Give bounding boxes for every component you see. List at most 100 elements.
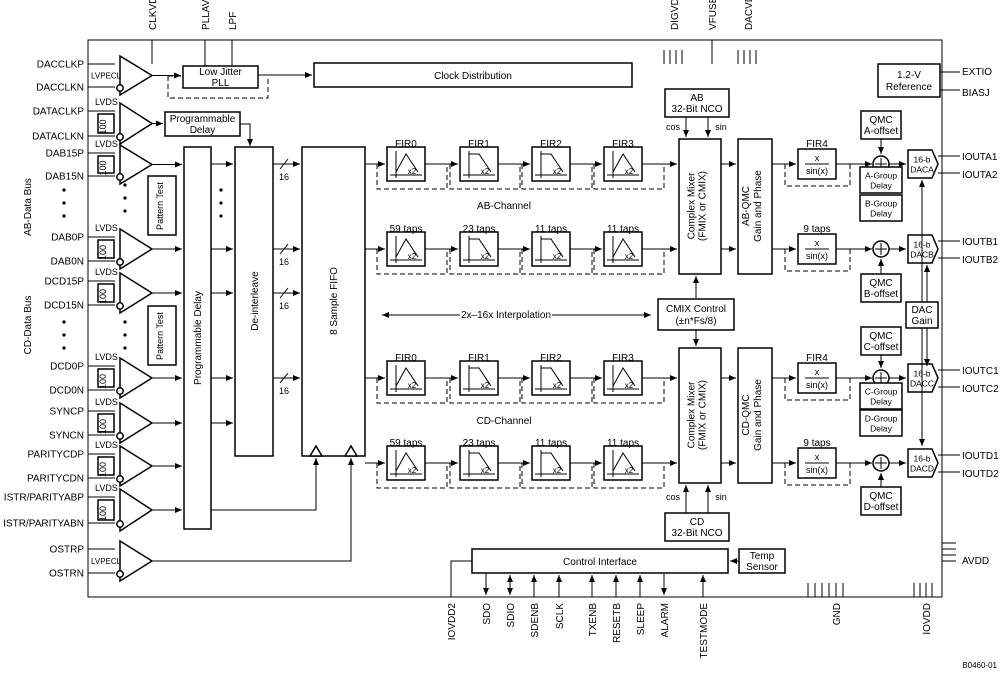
left-pin-label: DAB15N <box>45 172 84 183</box>
lvds-label: LVDS <box>95 267 118 277</box>
sinc-label: sin(x) <box>806 380 828 390</box>
qmc-offset-label: D-offset <box>864 502 899 513</box>
resistor-label: 100 <box>98 160 108 175</box>
fir-filter <box>531 231 571 267</box>
fir-bypass <box>593 378 665 404</box>
upsample-label: x2 <box>408 381 417 390</box>
fir4-bypass <box>784 463 851 486</box>
sinc-label: x <box>815 367 820 377</box>
termination-resistor <box>97 283 115 303</box>
left-pin-label: OSTRP <box>50 545 85 556</box>
left-pin-label: OSTRN <box>49 569 84 580</box>
upsample-label: x2 <box>553 466 562 475</box>
lowpass-curve <box>469 238 492 258</box>
dac-label: DACD <box>910 464 934 474</box>
fir4-bypass <box>784 249 851 272</box>
fir-name-label: FIR1 <box>468 139 490 150</box>
qmc-offset-label: QMC <box>869 278 892 289</box>
input-receiver-2 <box>119 143 154 186</box>
fir4-bypass <box>784 378 851 401</box>
upsample-label: x2 <box>625 167 634 176</box>
fir-bypass <box>521 378 593 404</box>
dac-0 <box>907 149 939 179</box>
input-receiver-3 <box>119 227 154 271</box>
termination-resistor <box>97 368 115 388</box>
cd-channel-label: CD-Channel <box>476 416 531 427</box>
upsample-label: x2 <box>481 252 490 261</box>
qmc-offset-label: B-offset <box>864 289 898 300</box>
cd-nco <box>664 512 730 542</box>
fir-bypass <box>593 463 665 489</box>
left-pin-label: ISTR/PARITYABN <box>3 519 84 530</box>
group-delay-label: B-Group <box>865 199 897 209</box>
left-pin-label: DATACLKP <box>33 107 85 118</box>
right-pin-label: IOUTA1 <box>962 152 998 163</box>
lvpecl-label: LVPECL <box>91 72 122 81</box>
upsample-label: x2 <box>408 466 417 475</box>
fir-filter <box>531 146 571 182</box>
inverting-input-bubble <box>116 173 124 181</box>
ostr-to-fifo <box>152 458 354 562</box>
dac-gain <box>905 301 939 329</box>
bottom-pin-label: TXENB <box>588 603 599 637</box>
ellipsis-dot <box>123 320 127 324</box>
clock-distribution <box>313 62 633 88</box>
nco-label: CD <box>690 517 704 528</box>
inverting-input-bubble <box>116 133 124 141</box>
right-pin-label: IOUTD2 <box>962 469 999 480</box>
fir-taps-label: 11 taps <box>607 438 639 449</box>
input-receiver-5 <box>119 356 154 400</box>
fir-bypass <box>376 164 448 190</box>
input-receiver-7 <box>119 444 154 488</box>
cos-label: cos <box>666 492 681 502</box>
lowpass-curve <box>469 153 492 173</box>
left-pin-label: DAB15P <box>46 149 85 160</box>
left-pin-label: DCD15N <box>44 301 84 312</box>
top-pin-label: DIGVDD <box>670 0 681 30</box>
fir-bypass <box>521 249 593 275</box>
top-pin-label: VFUSE <box>708 0 719 30</box>
fir-bypass <box>376 463 448 489</box>
cmix-label: (±n*Fs/8) <box>675 316 716 327</box>
clock-distribution-label: Clock Distribution <box>434 71 512 82</box>
upsample-label: x2 <box>408 167 417 176</box>
fir-bypass <box>521 463 593 489</box>
right-pin-label: IOUTB1 <box>962 237 999 248</box>
right-pin-label: BIASJ <box>962 88 990 99</box>
fir4-label: FIR4 <box>806 353 828 364</box>
fir-taps-label: 11 taps <box>535 438 567 449</box>
bus-slash <box>279 158 289 170</box>
fir-name-label: FIR0 <box>395 353 417 364</box>
bus-slash <box>279 243 289 255</box>
left-pin-label: SYNCN <box>49 431 84 442</box>
cmix-label: CMIX Control <box>666 304 726 315</box>
qmc-offset-label: QMC <box>869 115 892 126</box>
ellipsis-dot <box>62 188 66 192</box>
fifo-clock-in-2 <box>343 444 359 457</box>
qmc-label: CD-QMC <box>741 394 752 435</box>
mixer-label: (FMIX or CMIX) <box>698 171 709 241</box>
upsample-label: x2 <box>625 381 634 390</box>
istr-to-fifo <box>211 458 319 511</box>
bus-width-label: 16 <box>279 172 289 182</box>
inverting-input-bubble <box>116 520 124 528</box>
inverting-input-bubble <box>116 432 124 440</box>
bandpass-curve <box>612 153 636 173</box>
pll-bypass <box>167 76 269 99</box>
bottom-pin-label: SDENB <box>530 603 541 638</box>
group-delay-label: Delay <box>870 424 892 434</box>
group-delay-label: C-Group <box>865 387 898 397</box>
delay-to-deinterleave <box>240 123 253 146</box>
fir4-label: FIR4 <box>806 139 828 150</box>
group-delay-label: D-Group <box>865 414 898 424</box>
bandpass-curve <box>395 367 419 387</box>
inverting-input-bubble <box>116 84 124 92</box>
upsample-label: x2 <box>553 381 562 390</box>
qmc-offset-label: QMC <box>869 491 892 502</box>
qmc-offset-label: C-offset <box>864 342 899 353</box>
cos-label: cos <box>666 122 681 132</box>
termination-resistor <box>97 155 115 174</box>
upsample-label: x2 <box>625 252 634 261</box>
fir-bypass <box>376 378 448 404</box>
ellipsis-dot <box>219 188 223 192</box>
